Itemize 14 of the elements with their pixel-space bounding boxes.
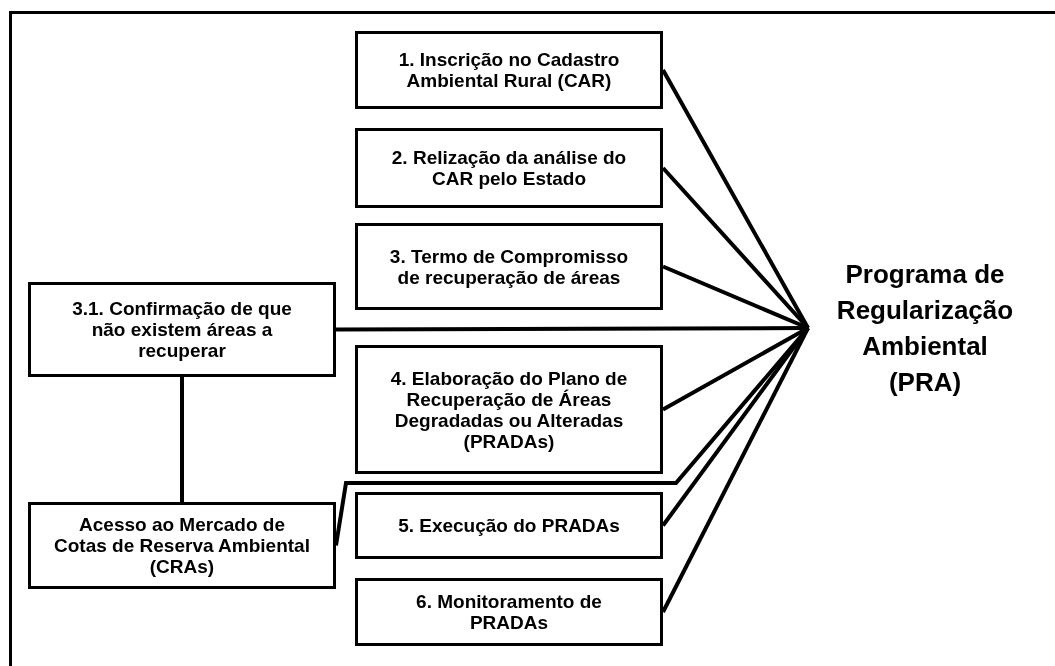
connector-line — [661, 166, 810, 330]
process-box: Acesso ao Mercado de Cotas de Reserva Ambiental (CRAs) — [28, 502, 336, 589]
process-box: 4. Elaboração do Plano de Recuperação de Áreas Degradadas ou Alteradas (PRADAs) — [355, 345, 663, 474]
connector-line — [662, 264, 809, 330]
process-box: 3.1. Confirmação de que não existem áreas a recuperar — [28, 282, 336, 377]
connector-line — [180, 377, 184, 502]
process-box: 6. Monitoramento de PRADAs — [355, 578, 663, 646]
process-box: 3. Termo de Compromisso de recuperação de áreas — [355, 223, 663, 310]
connector-line — [661, 327, 810, 613]
process-box: 5. Execução do PRADAs — [355, 492, 663, 559]
goal-label: Programa de Regularização Ambiental (PRA) — [808, 255, 1042, 401]
process-box: 1. Inscrição no Cadastro Ambiental Rural (CAR) — [355, 31, 663, 109]
process-box: 2. Relização da análise do CAR pelo Estado — [355, 128, 663, 208]
connector-line — [661, 69, 810, 329]
